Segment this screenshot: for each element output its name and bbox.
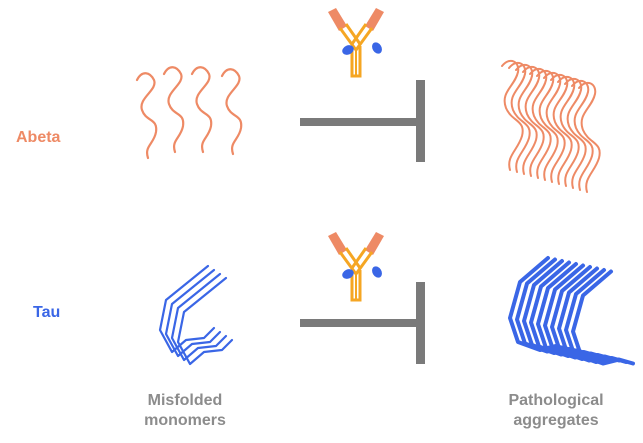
column-label-monomers-line1: Misfolded [147, 392, 223, 409]
row-label-tau: Tau [33, 304, 61, 321]
antibody-icon [328, 8, 384, 78]
antibody-icon [328, 232, 384, 302]
row-label-abeta: Abeta [16, 129, 61, 146]
inhibition-arrow-icon [300, 282, 425, 364]
column-label-aggregates: Pathological aggregates [486, 391, 626, 431]
tau-aggregate-icon [508, 256, 635, 366]
column-label-monomers: Misfolded monomers [115, 391, 255, 431]
column-label-monomers-line2: monomers [144, 412, 226, 429]
column-label-aggregates-line2: aggregates [513, 412, 599, 429]
abeta-aggregate-icon [501, 59, 601, 193]
column-label-aggregates-line1: Pathological [508, 392, 604, 409]
inhibition-arrow-icon [300, 80, 425, 162]
tau-monomers-icon [158, 264, 234, 366]
abeta-monomers-icon [135, 66, 243, 160]
